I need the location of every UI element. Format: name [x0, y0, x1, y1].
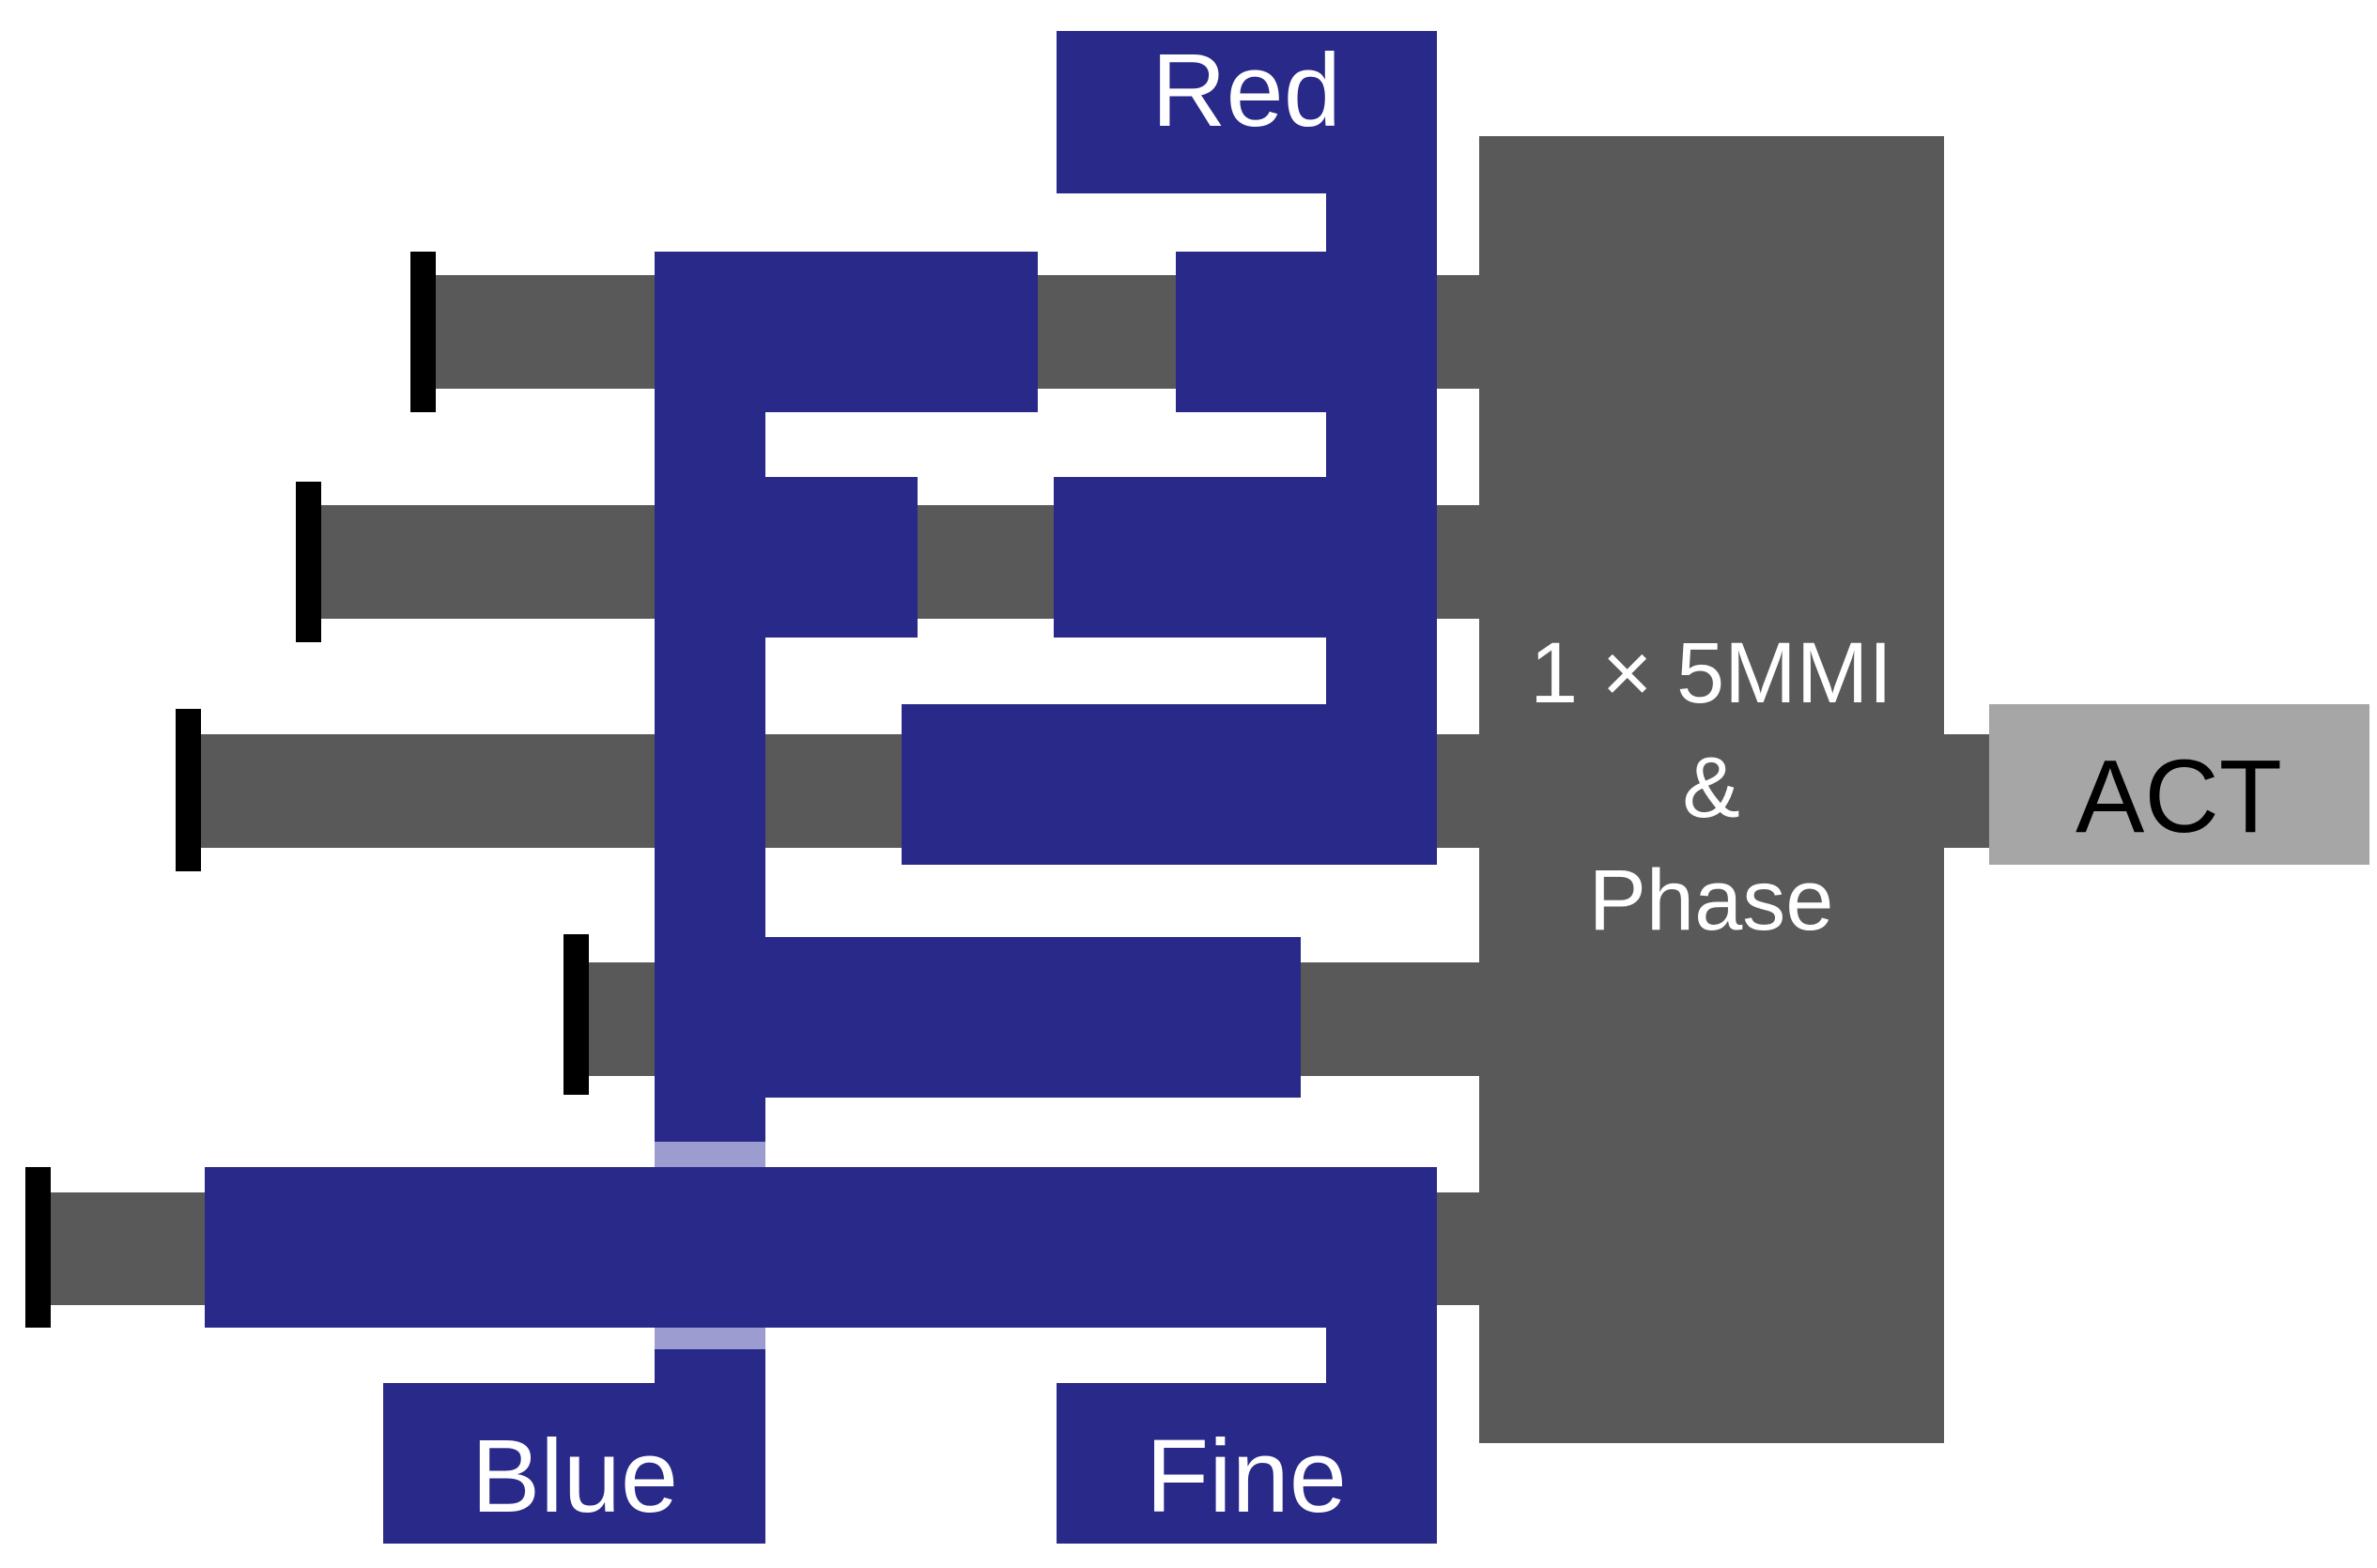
blue-electrode-lead [655, 1345, 765, 1383]
facet-5 [25, 1167, 51, 1328]
fine-electrode [205, 1167, 1437, 1544]
facets [25, 252, 589, 1328]
fine-electrode-bar [205, 1167, 1437, 1328]
blue-electrode-finger-1 [655, 252, 1038, 412]
crossover-upper [655, 1142, 765, 1167]
fine-electrode-lead [1326, 1324, 1437, 1388]
red-electrode-finger-2 [1054, 477, 1437, 638]
blue-electrode [383, 252, 1301, 1544]
red-electrode-finger-1 [1176, 252, 1437, 412]
red-electrode [902, 31, 1437, 865]
facet-3 [176, 709, 201, 871]
facet-2 [296, 482, 321, 642]
blue-electrode-pad [383, 1383, 765, 1544]
blue-label: Blue [471, 1419, 678, 1534]
act-block [1989, 704, 2369, 865]
act-label: ACT [2076, 739, 2282, 854]
fine-electrode-pad [1057, 1383, 1437, 1544]
facet-4 [563, 934, 589, 1095]
mmi-block [1479, 136, 1944, 1443]
facet-1 [410, 252, 436, 412]
output-waveguide [1939, 734, 1996, 848]
crossover-lower [655, 1328, 765, 1349]
red-electrode-pad [1057, 31, 1437, 193]
fine-label: Fine [1146, 1419, 1347, 1534]
mmi-label-line1: 1 × 5MMI [1530, 625, 1892, 721]
red-label: Red [1151, 33, 1341, 148]
mmi-label-line3: Phase [1589, 853, 1834, 948]
mmi-label-line2: & [1682, 740, 1739, 836]
blue-electrode-finger-4 [655, 937, 1301, 1098]
blue-electrode-finger-2 [655, 477, 918, 638]
red-electrode-finger-3 [902, 704, 1437, 865]
